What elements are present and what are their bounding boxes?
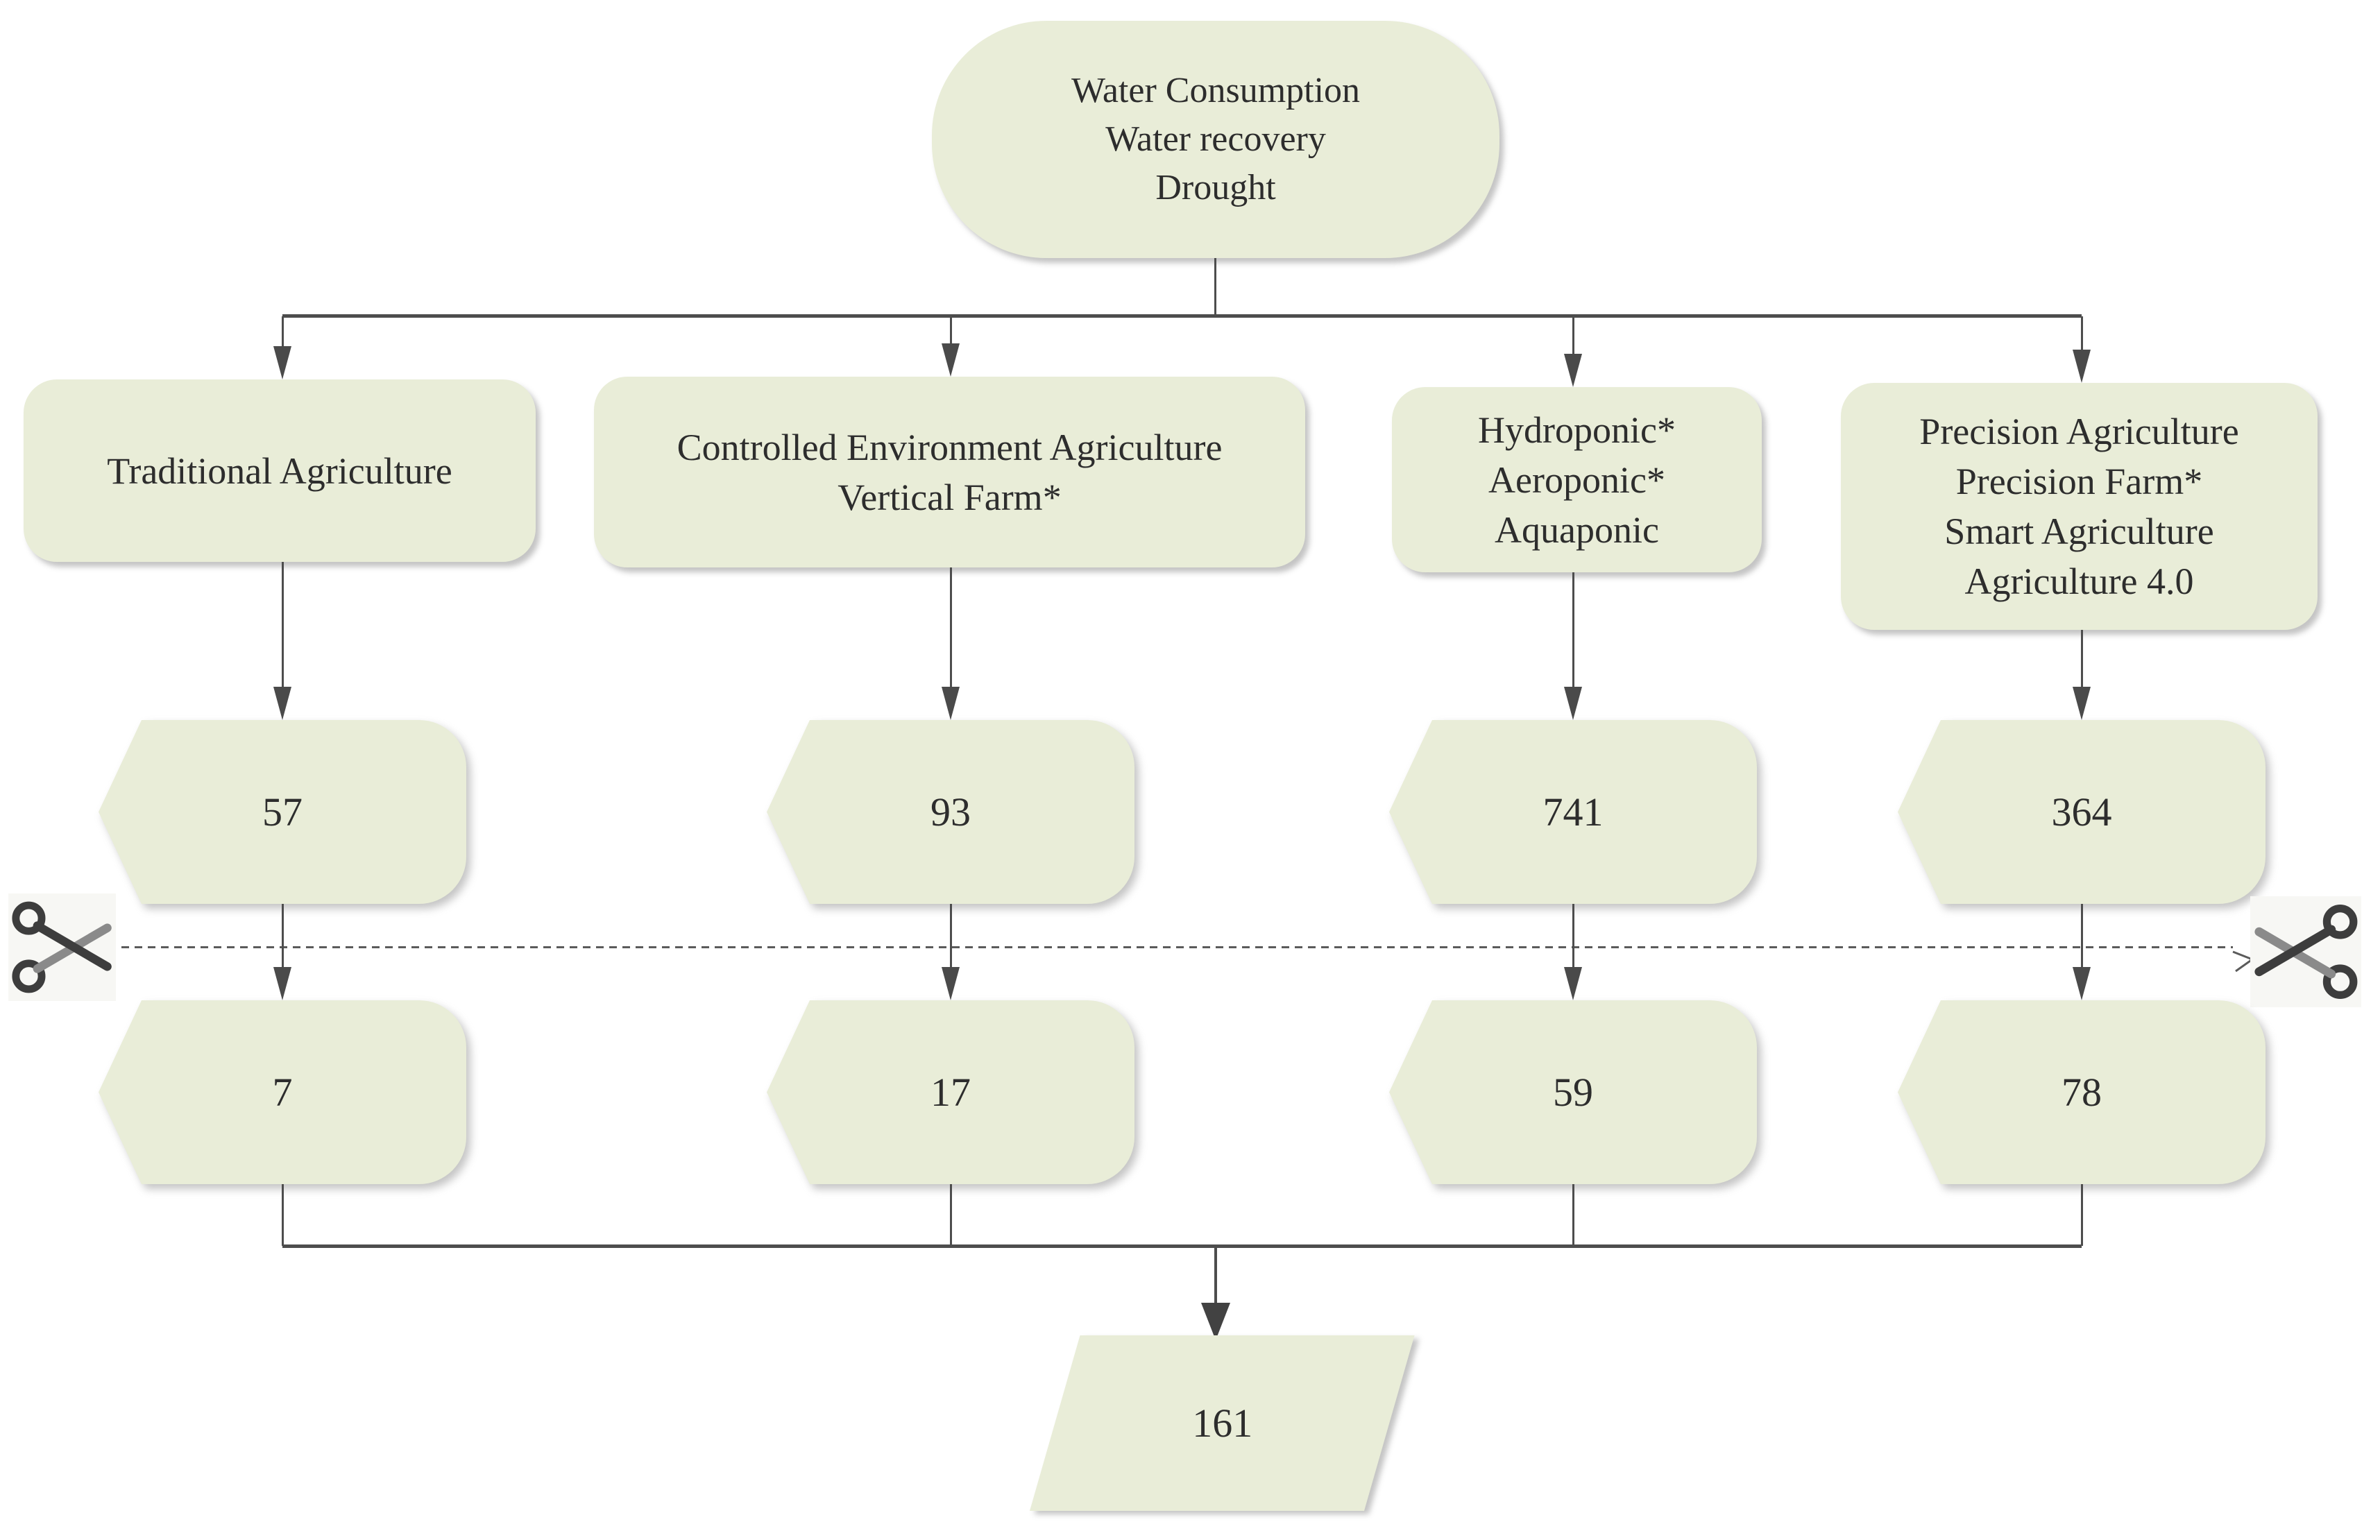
arrow-down-icon [273,346,291,379]
stage1-count: 741 [1542,789,1604,835]
branch-label: Aquaponic [1495,508,1659,551]
root-line: Water Consumption [1071,71,1361,110]
connector [282,904,284,968]
stage1-chevron [1389,720,1757,904]
connector-final [1214,1248,1217,1304]
branch-box-hydroponic: Hydroponic* Aeroponic* Aquaponic [1392,387,1762,572]
arrow-down-icon [942,343,960,377]
arrow-down-icon [273,687,291,720]
arrow-down-icon [1564,967,1582,1000]
connector-merge [2081,1184,2083,1246]
connector [1572,572,1574,688]
arrow-down-icon [1201,1303,1230,1340]
branch-box-traditional-agriculture: Traditional Agriculture [24,379,536,562]
connector-drop [1572,316,1574,355]
connector [2081,630,2083,688]
connector-merge [950,1184,952,1246]
connector [950,567,952,688]
root-line: Water recovery [1105,119,1326,159]
branch-label: Agriculture 4.0 [1964,561,2194,602]
stage2-chevron [1898,1000,2266,1184]
arrow-down-icon [942,967,960,1000]
stage2-count: 59 [1553,1070,1593,1115]
root-node-keywords: Water Consumption Water recovery Drought [932,21,1499,258]
arrow-down-icon [942,687,960,720]
connector-root-stub [1214,258,1216,316]
stage2-count: 78 [2062,1070,2102,1115]
arrow-down-icon [2073,967,2091,1000]
connector-merge [282,1184,284,1246]
connector-bus-top [282,314,2082,318]
final-count: 161 [1191,1401,1252,1446]
connector-drop [950,316,952,345]
stage2-count: 17 [930,1070,971,1115]
connector-bus-bottom [282,1244,2082,1248]
stage1-chevron [767,720,1134,904]
root-line: Drought [1155,168,1276,207]
arrow-down-icon [1564,687,1582,720]
final-total-node: 161 [1030,1335,1415,1511]
connector-drop [282,316,284,348]
connector [1572,904,1574,968]
stage1-count: 57 [262,789,303,835]
arrow-down-icon [273,967,291,1000]
branch-label: Precision Farm* [1955,461,2203,502]
stage1-chevron [99,720,466,904]
branch-label: Precision Agriculture [1919,411,2239,452]
branch-label: Controlled Environment Agriculture [677,426,1223,468]
branch-label: Hydroponic* [1478,409,1676,451]
branch-label: Traditional Agriculture [107,450,452,492]
branch-box-controlled-environment: Controlled Environment Agriculture Verti… [594,377,1305,567]
cut-line [121,946,2233,948]
stage1-count: 364 [2051,789,2112,835]
connector [2081,904,2083,968]
connector [950,904,952,968]
stage2-chevron [99,1000,466,1184]
branch-label: Aeroponic* [1488,459,1665,501]
stage2-count: 7 [272,1070,293,1115]
scissors-icon [8,893,116,1001]
branch-box-precision-agriculture: Precision Agriculture Precision Farm* Sm… [1841,383,2318,630]
connector-merge [1572,1184,1574,1246]
arrow-down-icon [2073,687,2091,720]
branch-label: Smart Agriculture [1944,511,2214,552]
branch-label: Vertical Farm* [838,476,1062,518]
stage2-chevron [1389,1000,1757,1184]
stage1-chevron [1898,720,2266,904]
stage1-count: 93 [930,789,971,835]
connector [282,562,284,688]
arrow-down-icon [2073,350,2091,383]
stage2-chevron [767,1000,1134,1184]
scissors-icon [2250,896,2361,1007]
connector-drop [2081,316,2083,351]
arrow-down-icon [1564,354,1582,387]
